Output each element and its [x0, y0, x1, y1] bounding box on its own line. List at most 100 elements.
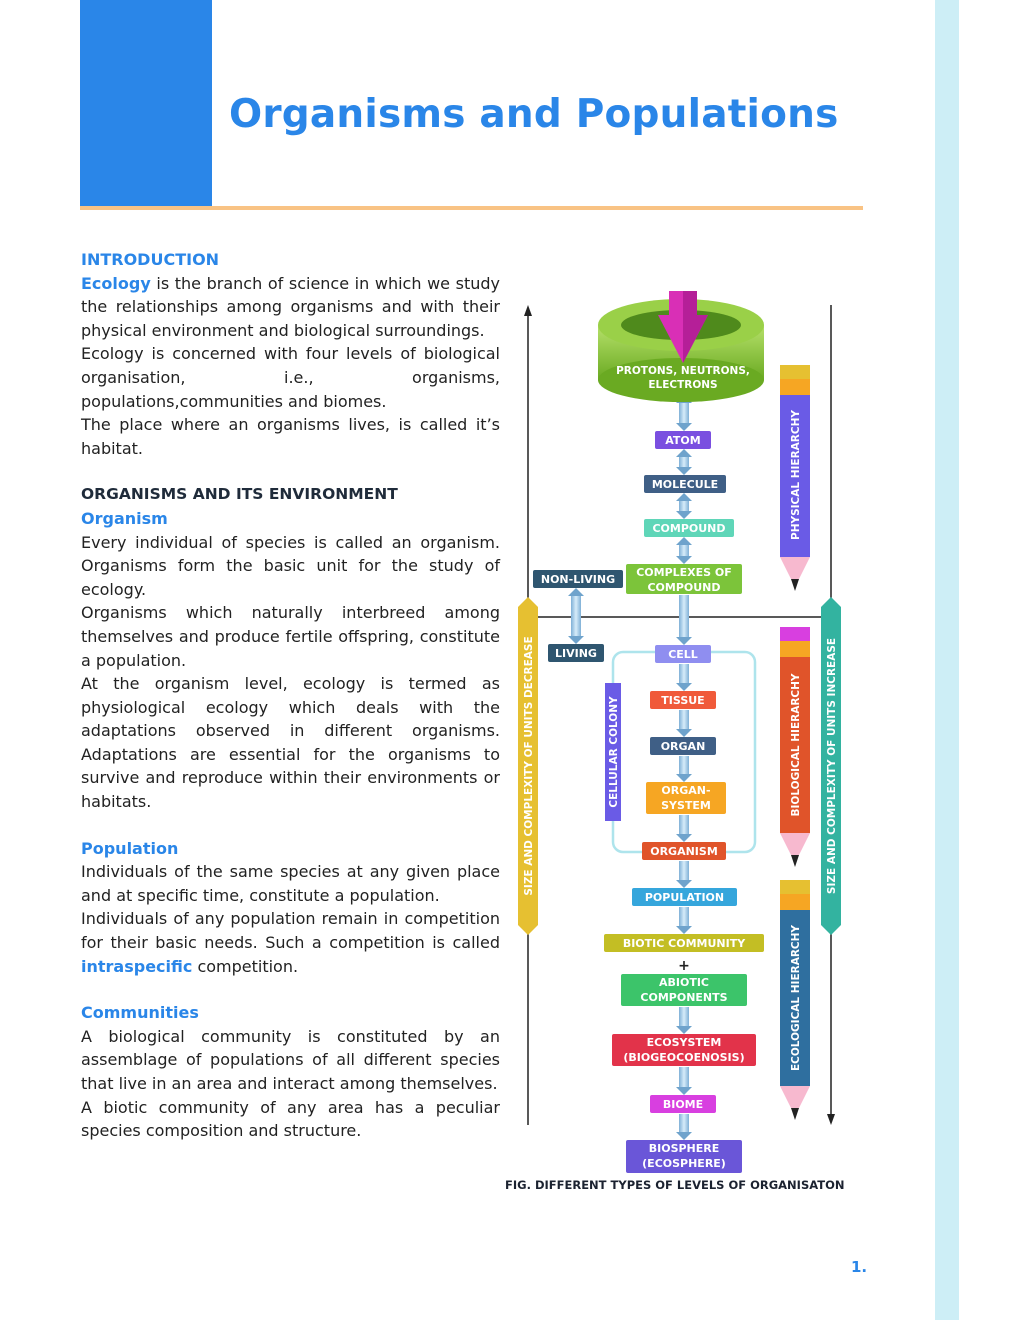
- connector-head: [676, 1132, 692, 1140]
- connector-arrow: [676, 756, 692, 782]
- text-column: INTRODUCTION Ecology is the branch of sc…: [81, 248, 500, 1143]
- connector-head: [676, 926, 692, 934]
- living-box: LIVING: [548, 644, 604, 662]
- organism-paragraph-2: Organisms which naturally interbreed amo…: [81, 603, 500, 670]
- intro-heading: INTRODUCTION: [81, 250, 220, 269]
- connector-head: [676, 637, 692, 645]
- population-box-label: POPULATION: [645, 891, 724, 904]
- abiotic-components-box-label: ABIOTIC: [659, 976, 709, 989]
- connector-head: [568, 588, 584, 596]
- abiotic-components-box-bg: [621, 974, 747, 1006]
- non-living-box: NON-LIVING: [533, 570, 623, 588]
- header-color-block: [80, 0, 212, 206]
- connector-shaft: [679, 664, 689, 683]
- population-heading: Population: [81, 838, 179, 858]
- ecology-keyword: Ecology: [81, 273, 151, 293]
- connector-arrow: [676, 1007, 692, 1034]
- size-increase-bar: SIZE AND COMPLEXITY OF UNITS INCREASE: [821, 597, 841, 935]
- connector-arrow: [676, 1067, 692, 1095]
- communities-heading: Communities: [81, 1003, 199, 1023]
- ecosystem-box-bg: [612, 1034, 756, 1066]
- connector-head: [676, 683, 692, 691]
- subatomic-ring: PROTONS, NEUTRONS, ELECTRONS: [598, 291, 764, 402]
- ring-label-line-1: PROTONS, NEUTRONS,: [616, 365, 750, 377]
- connector-shaft: [679, 457, 689, 467]
- connector-shaft: [679, 861, 689, 880]
- intraspecific-keyword: intraspecific: [81, 956, 193, 976]
- connector-shaft: [679, 1067, 689, 1087]
- organ-system-box-label: ORGAN-: [661, 784, 710, 797]
- connector-arrow: [676, 861, 692, 888]
- molecule-box-bg: [644, 475, 726, 493]
- organ-box-label: ORGAN: [661, 740, 706, 753]
- connector-arrow: [676, 815, 692, 842]
- connector-shaft: [679, 403, 689, 423]
- biotic-community-box-label: BIOTIC COMMUNITY: [623, 937, 746, 950]
- biosphere-box: BIOSPHERE(ECOSPHERE): [626, 1140, 742, 1173]
- complexes-box: COMPLEXES OF COMPOUND: [626, 564, 742, 594]
- connector-head: [676, 729, 692, 737]
- svg-text:SIZE AND COMPLEXITY OF UNITS I: SIZE AND COMPLEXITY OF UNITS INCREASE: [826, 638, 838, 894]
- tissue-box: TISSUE: [650, 691, 716, 709]
- non-living-box-bg: [533, 570, 623, 588]
- organism-paragraph-3: At the organism level, ecology is termed…: [81, 674, 500, 812]
- compound-box-label: COMPOUND: [652, 522, 725, 535]
- complexes-box-label: COMPOUND: [647, 581, 720, 594]
- connector-shaft: [679, 1007, 689, 1026]
- connector-head: [676, 774, 692, 782]
- organisation-levels-diagram: PROTONS, NEUTRONS, ELECTRONS CELLULAR CO…: [500, 285, 880, 1200]
- atom-box: ATOM: [655, 431, 711, 449]
- connector-head: [676, 449, 692, 457]
- connector-arrow: [676, 595, 692, 645]
- population-box-bg: [632, 888, 737, 906]
- connector-head: [676, 423, 692, 431]
- organ-system-box: ORGAN-SYSTEM: [646, 782, 726, 814]
- population-paragraph-1: Individuals of the same species at any g…: [81, 862, 500, 905]
- connector-arrow: [676, 537, 692, 564]
- side-strip: [935, 0, 959, 1320]
- living-box-bg: [548, 644, 604, 662]
- organism-paragraph-1: Every individual of species is called an…: [81, 532, 500, 599]
- intro-paragraph-3: The place where an organisms lives, is c…: [81, 415, 500, 458]
- ecosystem-box-label: ECOSYSTEM: [647, 1036, 722, 1049]
- biosphere-box-label: (ECOSPHERE): [642, 1157, 726, 1170]
- ecological-hierarchy-pencil: ECOLOGICAL HIERARCHY: [780, 880, 810, 1120]
- connector-head: [676, 493, 692, 501]
- connector-head: [676, 467, 692, 475]
- svg-text:CELLULAR COLONY: CELLULAR COLONY: [608, 696, 620, 808]
- organism-box-label: ORGANISM: [650, 845, 718, 858]
- tissue-box-label: TISSUE: [661, 694, 704, 707]
- ring-label-line-2: ELECTRONS: [648, 379, 717, 391]
- figure-caption: FIG. DIFFERENT TYPES OF LEVELS OF ORGANI…: [505, 1178, 845, 1192]
- connector-head: [676, 1026, 692, 1034]
- connector-shaft: [679, 1114, 689, 1132]
- ecosystem-box: ECOSYSTEM(BIOGEOCOENOSIS): [612, 1034, 756, 1066]
- connector-shaft: [679, 501, 689, 511]
- connector-shaft: [679, 545, 689, 556]
- plus-sign: +: [678, 958, 690, 974]
- svg-text:SIZE AND COMPLEXITY OF UNITS D: SIZE AND COMPLEXITY OF UNITS DECREASE: [523, 636, 535, 895]
- biological-hierarchy-pencil: BIOLOGICAL HIERARCHY: [780, 627, 810, 867]
- size-decrease-bar: SIZE AND COMPLEXITY OF UNITS DECREASE: [518, 597, 538, 935]
- environment-heading: ORGANISMS AND ITS ENVIRONMENT: [81, 485, 398, 504]
- connector-head: [676, 834, 692, 842]
- tissue-box-bg: [650, 691, 716, 709]
- cell-box: CELL: [655, 645, 711, 663]
- connector-arrow: [676, 1114, 692, 1140]
- intro-paragraph-2: Ecology is concerned with four levels of…: [81, 344, 500, 411]
- connector-head: [676, 1087, 692, 1095]
- biome-box-bg: [650, 1095, 716, 1113]
- page-number: 1.: [851, 1258, 868, 1276]
- biome-box-label: BIOME: [663, 1098, 703, 1111]
- connector-shaft: [679, 815, 689, 834]
- connector-shaft: [679, 756, 689, 774]
- connector-arrow: [676, 493, 692, 519]
- biosphere-box-bg: [626, 1140, 742, 1173]
- organ-system-box-bg: [646, 782, 726, 814]
- complexes-box-label: COMPLEXES OF: [636, 566, 732, 579]
- connector-head: [676, 537, 692, 545]
- molecule-box: MOLECULE: [644, 475, 726, 493]
- svg-text:BIOLOGICAL HIERARCHY: BIOLOGICAL HIERARCHY: [790, 673, 802, 816]
- communities-paragraph-1: A biological community is constituted by…: [81, 1026, 500, 1093]
- connector-head: [676, 511, 692, 519]
